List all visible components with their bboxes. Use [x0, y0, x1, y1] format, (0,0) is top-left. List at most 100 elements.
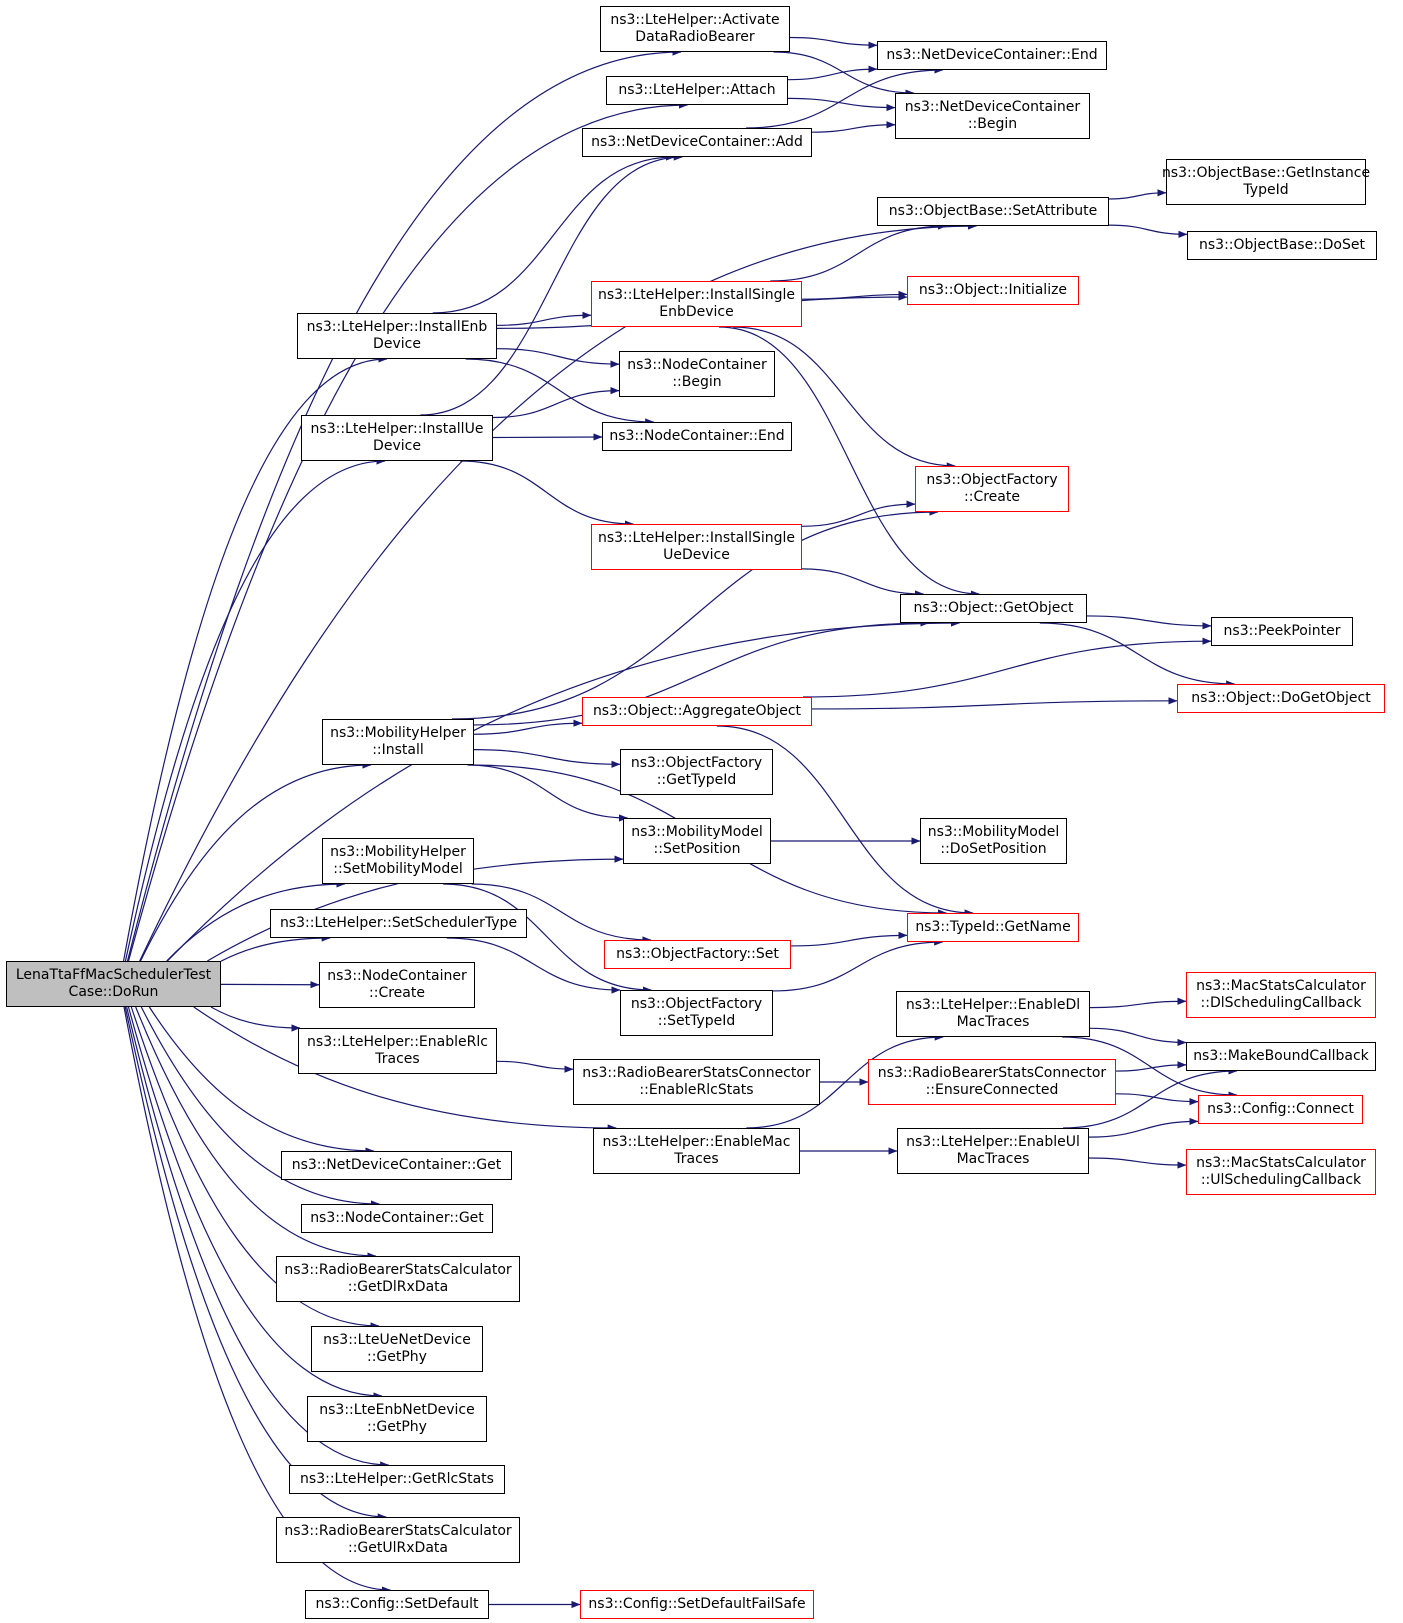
edge-root-to-instue [124, 457, 386, 962]
node-mobsetmodel[interactable]: ns3::MobilityHelper ::SetMobilityModel [322, 838, 474, 884]
node-ncbegin[interactable]: ns3::NodeContainer ::Begin [619, 351, 775, 397]
edge-setattr-to-doset [1108, 224, 1188, 238]
edge-ofsettype-to-tidgetname [772, 938, 944, 992]
edge-activate-to-ndcend [789, 36, 878, 49]
node-instenb[interactable]: ns3::LteHelper::InstallEnb Device [297, 313, 497, 359]
node-rbscrlc[interactable]: ns3::RadioBearerStatsConnector ::EnableR… [573, 1059, 820, 1105]
node-ndcadd[interactable]: ns3::NetDeviceContainer::Add [582, 128, 812, 157]
node-dogetobj[interactable]: ns3::Object::DoGetObject [1177, 684, 1385, 713]
edge-instsue-to-getobj [801, 568, 924, 598]
edge-instsenb-to-objinit [801, 290, 908, 300]
node-setsched[interactable]: ns3::LteHelper::SetSchedulerType [270, 909, 527, 938]
edge-getobj-to-peek [1086, 615, 1212, 630]
edge-rbscconn-to-cfgconn [1115, 1093, 1199, 1106]
node-mmdosetpos[interactable]: ns3::MobilityModel ::DoSetPosition [920, 818, 1067, 864]
node-ncget[interactable]: ns3::NodeContainer::Get [301, 1204, 493, 1233]
node-ofgettype[interactable]: ns3::ObjectFactory ::GetTypeId [620, 749, 773, 795]
node-dlsched[interactable]: ns3::MacStatsCalculator ::DlSchedulingCa… [1186, 972, 1376, 1018]
edge-mobsetmodel-to-ofsettype [443, 883, 652, 994]
edge-attach-to-ndcend [787, 65, 878, 81]
edge-enableul-to-cfgconn [1088, 1117, 1199, 1138]
edge-aggobj-to-peek [803, 637, 1212, 698]
node-mmsetpos[interactable]: ns3::MobilityModel ::SetPosition [623, 818, 771, 864]
edge-enableul-to-mkbound [1063, 1067, 1238, 1129]
edge-ndcadd-to-ndcbegin [811, 121, 896, 133]
edge-ndcadd-to-ndcend [746, 66, 944, 129]
edge-mobinst-to-mmsetpos [467, 764, 628, 822]
edge-root-to-getrlc [126, 1006, 390, 1469]
edge-instue-to-ncbegin [492, 387, 620, 419]
edge-instsenb-to-setattr [770, 222, 947, 282]
edge-enablerlc-to-rbscrlc [496, 1060, 574, 1073]
edge-enablemac-to-enabledl [746, 1033, 944, 1129]
node-ofset[interactable]: ns3::ObjectFactory::Set [604, 940, 791, 969]
node-activate[interactable]: ns3::LteHelper::Activate DataRadioBearer [600, 6, 790, 52]
node-mobinst[interactable]: ns3::MobilityHelper ::Install [322, 719, 474, 765]
node-ofsettype[interactable]: ns3::ObjectFactory ::SetTypeId [620, 990, 773, 1036]
node-attach[interactable]: ns3::LteHelper::Attach [606, 76, 788, 105]
node-instsenb[interactable]: ns3::LteHelper::InstallSingle EnbDevice [591, 281, 802, 327]
node-getinst[interactable]: ns3::ObjectBase::GetInstance TypeId [1162, 159, 1370, 205]
edge-mobsetmodel-to-ofset [471, 883, 652, 944]
node-tidgetname[interactable]: ns3::TypeId::GetName [907, 913, 1079, 942]
node-cfgconn[interactable]: ns3::Config::Connect [1198, 1095, 1363, 1124]
edge-rbscconn-to-mkbound [1115, 1061, 1187, 1072]
node-enableul[interactable]: ns3::LteHelper::EnableUl MacTraces [897, 1128, 1089, 1174]
edge-root-to-mmsetpos [207, 855, 624, 962]
node-instsue[interactable]: ns3::LteHelper::InstallSingle UeDevice [591, 524, 802, 570]
edge-root-to-cfgsetdef [123, 1006, 391, 1594]
node-enabledl[interactable]: ns3::LteHelper::EnableDl MacTraces [896, 991, 1090, 1037]
node-objinit[interactable]: ns3::Object::Initialize [907, 276, 1079, 305]
edge-root-to-getdlrx [135, 1006, 377, 1260]
edge-mobinst-to-getobj [473, 619, 930, 726]
node-enbgetphy[interactable]: ns3::LteEnbNetDevice ::GetPhy [307, 1396, 487, 1442]
node-getdlrx[interactable]: ns3::RadioBearerStatsCalculator ::GetDlR… [276, 1256, 520, 1302]
node-ndcbegin[interactable]: ns3::NetDeviceContainer ::Begin [895, 93, 1090, 139]
node-root: LenaTtaFfMacSchedulerTest Case::DoRun [6, 961, 221, 1007]
node-aggobj[interactable]: ns3::Object::AggregateObject [582, 697, 812, 726]
edge-instue-to-instsue [460, 460, 634, 528]
node-peek[interactable]: ns3::PeekPointer [1211, 617, 1353, 646]
edge-root-to-setattr [139, 222, 977, 962]
node-ndcend[interactable]: ns3::NetDeviceContainer::End [877, 41, 1107, 70]
node-ofcreate[interactable]: ns3::ObjectFactory ::Create [915, 466, 1069, 512]
node-instue[interactable]: ns3::LteHelper::InstallUe Device [301, 415, 493, 461]
node-ulsched[interactable]: ns3::MacStatsCalculator ::UlSchedulingCa… [1186, 1149, 1376, 1195]
edge-setsched-to-ofsettype [446, 937, 621, 994]
edge-enabledl-to-dlsched [1089, 997, 1187, 1009]
edge-root-to-mobinst [140, 761, 372, 962]
edge-aggobj-to-dogetobj [811, 697, 1178, 710]
edge-setattr-to-getinst [1108, 189, 1167, 200]
edge-instenb-to-ncbegin [496, 348, 620, 368]
node-getulrx[interactable]: ns3::RadioBearerStatsCalculator ::GetUlR… [276, 1517, 520, 1563]
node-nccreate[interactable]: ns3::NodeContainer ::Create [319, 962, 475, 1008]
node-enablemac[interactable]: ns3::LteHelper::EnableMac Traces [593, 1128, 800, 1174]
node-doset[interactable]: ns3::ObjectBase::DoSet [1187, 231, 1377, 260]
edge-enabledl-to-mkbound [1089, 1027, 1187, 1047]
node-cfgsetdef[interactable]: ns3::Config::SetDefault [305, 1590, 489, 1619]
node-setattr[interactable]: ns3::ObjectBase::SetAttribute [877, 197, 1109, 226]
node-rbscconn[interactable]: ns3::RadioBearerStatsConnector ::EnsureC… [868, 1059, 1116, 1105]
edge-instenb-to-ndcadd [432, 153, 675, 314]
edge-instsue-to-ofcreate [801, 500, 916, 527]
edge-root-to-getobj [166, 619, 960, 962]
node-mkbound[interactable]: ns3::MakeBoundCallback [1186, 1042, 1376, 1071]
node-ncend[interactable]: ns3::NodeContainer::End [602, 422, 792, 451]
edge-root-to-activate [126, 48, 682, 962]
edge-instsenb-to-getobj [718, 326, 980, 598]
edge-root-to-instenb [122, 355, 388, 962]
node-ndcget[interactable]: ns3::NetDeviceContainer::Get [281, 1151, 512, 1180]
edge-root-to-ndcget [148, 1006, 375, 1155]
node-getrlc[interactable]: ns3::LteHelper::GetRlcStats [289, 1465, 505, 1494]
edge-root-to-ncget [140, 1006, 380, 1208]
node-enablerlc[interactable]: ns3::LteHelper::EnableRlc Traces [298, 1028, 497, 1074]
edge-aggobj-to-tidgetname [716, 725, 974, 917]
node-uegetphy[interactable]: ns3::LteUeNetDevice ::GetPhy [311, 1326, 483, 1372]
node-getobj[interactable]: ns3::Object::GetObject [900, 594, 1087, 623]
edge-enableul-to-ulsched [1088, 1157, 1187, 1169]
edge-root-to-enablemac [193, 1006, 617, 1132]
node-cfgsetdeffs[interactable]: ns3::Config::SetDefaultFailSafe [580, 1590, 814, 1619]
edge-instenb-to-ncend [465, 358, 655, 426]
